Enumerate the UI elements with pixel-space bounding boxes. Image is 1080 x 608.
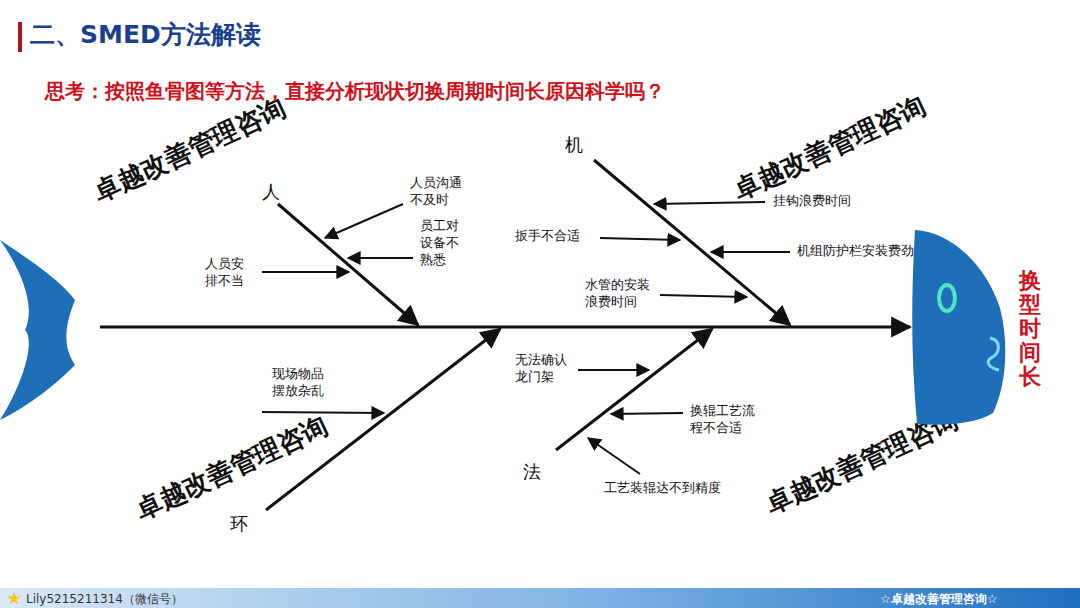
fish-tail bbox=[0, 240, 75, 420]
cause-arrow bbox=[348, 257, 413, 259]
category-label: 环 bbox=[230, 512, 248, 536]
cause-label: 水管的安装浪费时间 bbox=[585, 277, 650, 311]
footer-brand: ☆卓越改善管理咨询☆ bbox=[880, 591, 998, 608]
bone-ren bbox=[278, 204, 418, 325]
cause-label: 工艺装辊达不到精度 bbox=[604, 480, 721, 497]
category-label: 法 bbox=[523, 460, 541, 484]
bone-fa bbox=[556, 329, 712, 450]
cause-arrow bbox=[588, 438, 640, 474]
cause-label: 无法确认龙门架 bbox=[515, 352, 567, 386]
cause-arrow bbox=[325, 204, 403, 238]
watermark: 卓越改善管理咨询 bbox=[728, 88, 931, 208]
cause-arrow bbox=[578, 369, 649, 371]
cause-arrow bbox=[262, 412, 384, 413]
cause-arrow bbox=[262, 271, 349, 273]
cause-label: 机组防护栏安装费劲 bbox=[797, 243, 914, 260]
cause-label: 换辊工艺流程不合适 bbox=[690, 403, 755, 437]
effect-label: 换型时间长 bbox=[1019, 268, 1041, 389]
cause-label: 员工对设备不熟悉 bbox=[420, 218, 459, 269]
watermark: 卓越改善管理咨询 bbox=[88, 90, 291, 210]
footer-bar bbox=[0, 588, 1080, 608]
cause-label: 现场物品摆放杂乱 bbox=[272, 366, 324, 400]
footer-contact: Lily5215211314（微信号） bbox=[26, 591, 183, 608]
cause-label: 扳手不合适 bbox=[515, 228, 580, 245]
cause-arrow bbox=[611, 413, 683, 414]
fish-head: 换型时间长 bbox=[905, 228, 1055, 428]
slide-title: 二、SMED方法解读 bbox=[30, 18, 261, 51]
cause-label: 人员安排不当 bbox=[205, 256, 244, 290]
category-label: 人 bbox=[262, 180, 280, 204]
question-note: 思考：按照鱼骨图等方法，直接分析现状切换周期时间长原因科学吗？ bbox=[45, 78, 665, 105]
cause-arrow bbox=[600, 238, 680, 240]
watermark: 卓越改善管理咨询 bbox=[130, 408, 333, 528]
cause-label: 人员沟通不及时 bbox=[410, 175, 462, 209]
category-label: 机 bbox=[565, 133, 583, 157]
cause-label: 挂钩浪费时间 bbox=[773, 193, 851, 210]
cause-arrow bbox=[711, 251, 790, 253]
footer-star bbox=[8, 592, 21, 604]
title-bar-mark bbox=[18, 22, 22, 52]
cause-arrow bbox=[660, 295, 747, 297]
spine bbox=[100, 326, 910, 329]
